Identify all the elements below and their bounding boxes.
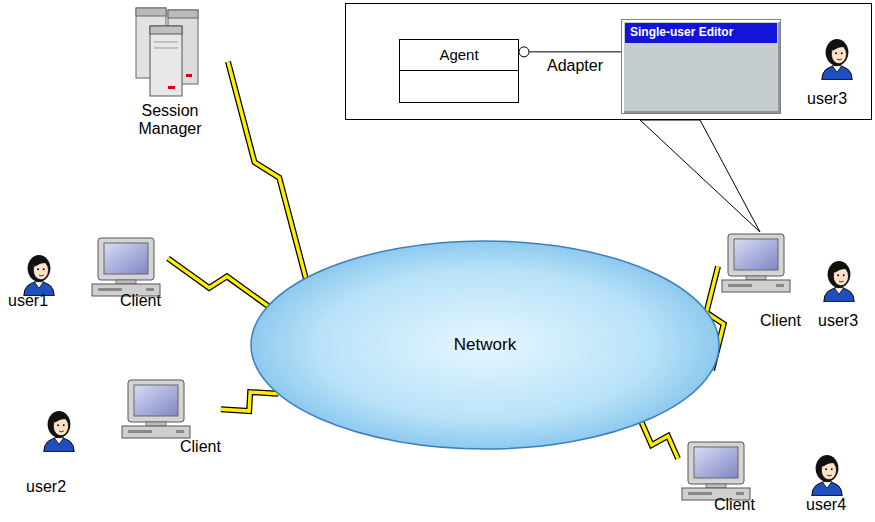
user-figure (822, 39, 852, 80)
bolt-outline (642, 422, 678, 458)
server-icon (120, 6, 220, 98)
wireless-link (221, 392, 278, 411)
node-text: Client (180, 438, 221, 456)
user-label: user3 (818, 312, 858, 330)
user-figure (812, 455, 842, 496)
client-computer: Client (678, 440, 758, 514)
client-computer: Client (88, 236, 168, 310)
node-text: Session Manager (112, 102, 228, 139)
edge-label: Adapter (545, 57, 605, 75)
node-text: Single-user Editor (625, 23, 777, 43)
bolt-line (168, 258, 268, 306)
user-label: user1 (8, 292, 48, 310)
wireless-link (168, 258, 268, 306)
bolt-outline (228, 62, 306, 278)
user-label: user4 (806, 496, 846, 514)
computer-icon (718, 232, 798, 294)
node-text: Client (120, 292, 168, 310)
server-node: Session Manager (112, 6, 228, 139)
network-ellipse: Network (250, 240, 720, 450)
user-figure (44, 411, 74, 452)
node-text: Client (760, 312, 801, 330)
callout-box: Agent Single-user Editor user3 (345, 3, 872, 120)
wireless-link (228, 62, 306, 278)
editor-window: Single-user Editor (621, 19, 781, 114)
class-compartment (400, 71, 518, 102)
bolt-outline (168, 258, 268, 306)
class-box: Agent (399, 39, 519, 103)
client-computer: Client (118, 378, 221, 456)
bolt-line (642, 422, 678, 458)
callout-pointer (640, 120, 760, 232)
link-line (529, 51, 621, 52)
user-figure (24, 255, 54, 296)
node-text: user3 (807, 90, 847, 108)
computer-icon (118, 378, 198, 440)
bolt-outline (221, 392, 278, 411)
node-text: Network (454, 335, 516, 355)
bolt-line (228, 62, 306, 278)
node-text: Client (714, 496, 758, 514)
computer-icon (678, 440, 758, 502)
node-text: Agent (400, 40, 518, 71)
user-label: user2 (26, 478, 66, 496)
client-computer: Client (718, 232, 801, 330)
interface-lollipop (519, 47, 529, 57)
computer-icon (88, 236, 168, 298)
adapter-link (519, 47, 621, 57)
user-figure (824, 261, 854, 302)
bolt-line (221, 392, 278, 411)
wireless-link (642, 422, 678, 458)
